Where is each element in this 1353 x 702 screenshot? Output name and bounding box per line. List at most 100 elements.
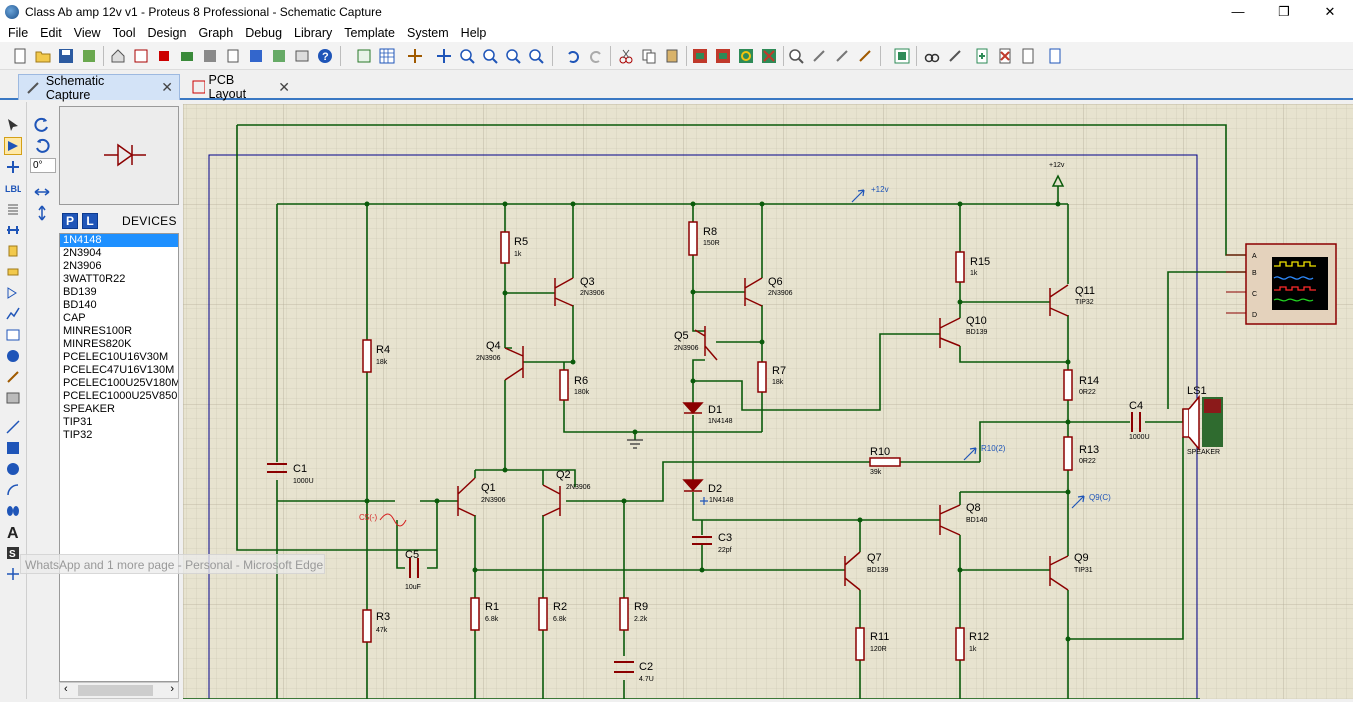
block-move-icon[interactable] <box>713 46 733 66</box>
search-tag-icon[interactable] <box>922 46 942 66</box>
decompose-icon[interactable] <box>855 46 875 66</box>
cut-icon[interactable] <box>616 46 636 66</box>
selection-mode-icon[interactable] <box>4 116 22 134</box>
arc-mode-icon[interactable] <box>4 481 22 499</box>
rotation-angle-field[interactable]: 0° <box>30 158 56 173</box>
open-folder-icon[interactable] <box>33 46 53 66</box>
undo-icon[interactable] <box>563 46 583 66</box>
menu-help[interactable]: Help <box>460 25 487 40</box>
package-tool-icon[interactable] <box>832 46 852 66</box>
graph-mode-icon[interactable] <box>4 305 22 323</box>
menu-design[interactable]: Design <box>147 25 187 40</box>
menu-system[interactable]: System <box>406 25 449 40</box>
scroll-thumb[interactable] <box>78 685 153 696</box>
gerber-icon[interactable] <box>200 46 220 66</box>
new-sheet-icon[interactable] <box>972 46 992 66</box>
list-item[interactable]: 3WATT0R22 <box>63 273 126 285</box>
overview-preview[interactable] <box>59 106 179 205</box>
pan-icon[interactable] <box>434 46 454 66</box>
pcb-icon[interactable] <box>154 46 174 66</box>
property-tool-icon[interactable] <box>945 46 965 66</box>
list-item[interactable]: 2N3904 <box>63 247 102 259</box>
bus-mode-icon[interactable] <box>4 221 22 239</box>
scroll-right-icon[interactable]: › <box>170 683 174 695</box>
copy-icon[interactable] <box>639 46 659 66</box>
list-item[interactable]: PCELEC1000U25V850M <box>63 390 178 402</box>
list-item[interactable]: BD140 <box>63 299 97 311</box>
maximize-button[interactable]: ❐ <box>1278 3 1290 19</box>
close-window-button[interactable]: ✕ <box>1324 3 1336 19</box>
line-mode-icon[interactable] <box>4 418 22 436</box>
tab-schematic-capture[interactable]: Schematic Capture ✕ <box>18 74 180 102</box>
redo-icon[interactable] <box>586 46 606 66</box>
mirror-x-icon[interactable] <box>34 184 50 203</box>
origin-icon[interactable] <box>405 46 425 66</box>
menu-template[interactable]: Template <box>344 25 395 40</box>
close-tab-icon[interactable]: ✕ <box>161 79 173 95</box>
oscilloscope-instrument[interactable] <box>1226 243 1337 325</box>
project-icon[interactable] <box>292 46 312 66</box>
tab-pcb-layout[interactable]: PCB Layout ✕ <box>186 73 296 101</box>
terminals-mode-icon[interactable] <box>4 263 22 281</box>
scroll-left-icon[interactable]: ‹ <box>64 683 68 695</box>
path-mode-icon[interactable] <box>4 502 22 520</box>
block-copy-icon[interactable] <box>690 46 710 66</box>
remove-sheet-icon[interactable] <box>995 46 1015 66</box>
list-item[interactable]: 1N4148 <box>60 234 178 247</box>
exit-sheet-icon[interactable] <box>1018 46 1038 66</box>
list-item[interactable]: CAP <box>63 312 86 324</box>
zoom-out-icon[interactable] <box>480 46 500 66</box>
list-item[interactable]: 2N3906 <box>63 260 102 272</box>
list-item[interactable]: TIP32 <box>63 429 93 441</box>
import-icon[interactable] <box>79 46 99 66</box>
device-list-scrollbar[interactable]: ‹ › <box>59 682 179 699</box>
zoom-area-icon[interactable] <box>526 46 546 66</box>
generator-mode-icon[interactable] <box>4 347 22 365</box>
mirror-y-icon[interactable] <box>34 205 50 224</box>
list-item[interactable]: PCELEC47U16V130M <box>63 364 175 376</box>
box-mode-icon[interactable] <box>4 439 22 457</box>
help-icon[interactable]: ? <box>315 46 335 66</box>
junction-mode-icon[interactable] <box>4 158 22 176</box>
minimize-button[interactable]: — <box>1231 4 1245 19</box>
component-mode-icon[interactable] <box>4 137 22 155</box>
block-delete-icon[interactable] <box>759 46 779 66</box>
menu-library[interactable]: Library <box>294 25 333 40</box>
menu-file[interactable]: File <box>8 25 29 40</box>
text-script-mode-icon[interactable] <box>4 200 22 218</box>
rotate-anticlockwise-icon[interactable] <box>34 137 50 156</box>
menu-view[interactable]: View <box>73 25 101 40</box>
circle-mode-icon[interactable] <box>4 460 22 478</box>
close-tab-icon[interactable]: ✕ <box>278 78 290 95</box>
block-rotate-icon[interactable] <box>736 46 756 66</box>
menu-edit[interactable]: Edit <box>40 25 62 40</box>
menu-debug[interactable]: Debug <box>245 25 283 40</box>
make-device-icon[interactable] <box>809 46 829 66</box>
list-item[interactable]: MINRES820K <box>63 338 132 350</box>
3d-icon[interactable] <box>177 46 197 66</box>
text-mode-icon[interactable]: A <box>4 523 22 541</box>
new-file-icon[interactable] <box>10 46 30 66</box>
netlist-icon[interactable] <box>1045 46 1065 66</box>
pick-device-icon[interactable] <box>786 46 806 66</box>
grid-icon[interactable] <box>377 46 397 66</box>
menu-graph[interactable]: Graph <box>198 25 234 40</box>
list-item[interactable]: TIP31 <box>63 416 93 428</box>
menu-tool[interactable]: Tool <box>112 25 136 40</box>
save-icon[interactable] <box>56 46 76 66</box>
list-item[interactable]: BD139 <box>63 286 97 298</box>
bom-icon[interactable] <box>223 46 243 66</box>
home-icon[interactable] <box>108 46 128 66</box>
paste-icon[interactable] <box>662 46 682 66</box>
device-pins-mode-icon[interactable] <box>4 284 22 302</box>
wire-autorouter-icon[interactable] <box>892 46 912 66</box>
refresh-icon[interactable] <box>354 46 374 66</box>
list-item[interactable]: MINRES100R <box>63 325 133 337</box>
marker-mode-icon[interactable] <box>4 565 22 583</box>
list-item[interactable]: SPEAKER <box>63 403 115 415</box>
schematic-canvas[interactable]: +12v +12v R10(2) Q9(C) C5(-) A B C D R5 … <box>183 104 1353 702</box>
tape-recorder-mode-icon[interactable] <box>4 326 22 344</box>
symbol-mode-icon[interactable]: S <box>4 544 22 562</box>
list-item[interactable]: PCELEC100U25V180M <box>63 377 178 389</box>
code-icon[interactable] <box>246 46 266 66</box>
